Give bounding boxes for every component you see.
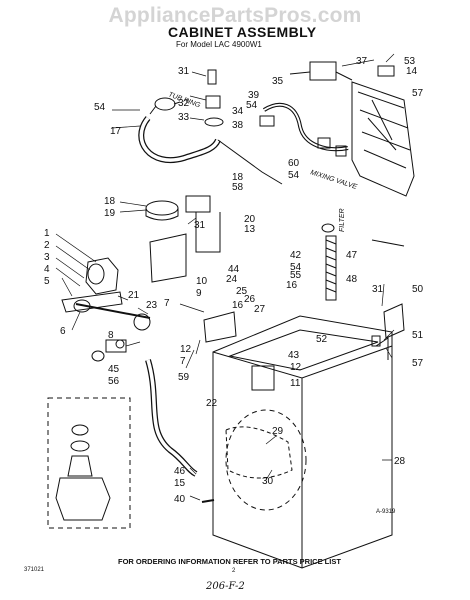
callout-60: 60 xyxy=(288,158,300,169)
callout-18a: 18 xyxy=(104,196,116,207)
callout-17: 17 xyxy=(110,126,122,137)
callout-35: 35 xyxy=(272,76,284,87)
handwritten-note: 206-F-2 xyxy=(206,581,245,592)
callout-53: 53 xyxy=(404,56,416,67)
callout-16b: 16 xyxy=(232,300,244,311)
top-rear-panel xyxy=(289,61,415,197)
ordering-footer: FOR ORDERING INFORMATION REFER TO PARTS … xyxy=(118,557,341,566)
callouts: 1 2 3 4 5 6 7 7 8 9 10 11 12 12 13 14 15… xyxy=(44,56,424,505)
callout-23: 23 xyxy=(146,300,158,311)
callout-34: 34 xyxy=(232,106,244,117)
callout-43: 43 xyxy=(288,350,300,361)
callout-2: 2 xyxy=(44,240,50,251)
callout-11: 11 xyxy=(290,378,301,389)
callout-39: 39 xyxy=(248,90,260,101)
callout-51: 51 xyxy=(412,330,424,341)
tub-ring-clamp xyxy=(149,97,181,115)
hose-fittings xyxy=(91,339,127,362)
callout-48: 48 xyxy=(346,274,358,285)
callout-7b: 7 xyxy=(180,356,186,367)
screw xyxy=(201,499,215,503)
callout-27: 27 xyxy=(254,304,266,315)
callout-19: 19 xyxy=(104,208,116,219)
cabinet-body xyxy=(212,315,393,569)
callout-9: 9 xyxy=(196,288,202,299)
page-code: 371021 xyxy=(24,567,45,573)
callout-40: 40 xyxy=(174,494,186,505)
callout-25: 25 xyxy=(236,286,248,297)
callout-21: 21 xyxy=(128,290,140,301)
callout-22: 22 xyxy=(206,398,218,409)
callout-16a: 16 xyxy=(286,280,298,291)
callout-13: 13 xyxy=(244,224,256,235)
filter-note: FILTER xyxy=(339,208,346,232)
callout-12b: 12 xyxy=(180,344,192,355)
valve-hose-assembly xyxy=(259,102,349,157)
callout-12a: 12 xyxy=(290,362,302,373)
callout-8: 8 xyxy=(108,330,114,341)
callout-3: 3 xyxy=(44,252,50,263)
page-number: 2 xyxy=(232,568,236,574)
callout-54b: 54 xyxy=(246,100,258,111)
side-bracket xyxy=(371,303,405,347)
callout-54d: 54 xyxy=(290,262,302,273)
leader-lines xyxy=(55,53,395,501)
callout-54a: 54 xyxy=(94,102,106,113)
callout-38: 38 xyxy=(232,120,244,131)
callout-26: 26 xyxy=(244,294,256,305)
diagram-code: A-9319 xyxy=(376,509,396,515)
callout-33: 33 xyxy=(178,112,190,123)
callout-56: 56 xyxy=(108,376,120,387)
callout-14: 14 xyxy=(406,66,418,77)
callout-45: 45 xyxy=(108,364,120,375)
callout-15: 15 xyxy=(174,478,186,489)
callout-31b: 31 xyxy=(194,220,206,231)
callout-50: 50 xyxy=(412,284,424,295)
callout-4: 4 xyxy=(44,264,50,275)
callout-42: 42 xyxy=(290,250,302,261)
callout-57a: 57 xyxy=(412,88,424,99)
access-panel xyxy=(149,233,187,283)
callout-1: 1 xyxy=(44,228,50,239)
callout-30: 30 xyxy=(262,476,274,487)
pump-top-parts xyxy=(204,69,224,127)
fill-hose xyxy=(145,359,198,477)
front-shield xyxy=(203,311,237,343)
callout-32: 32 xyxy=(178,98,190,109)
switch-assembly xyxy=(145,195,221,253)
callout-54c: 54 xyxy=(288,170,300,181)
drain-hose xyxy=(138,116,283,185)
motor-mount xyxy=(61,257,151,331)
callout-31a: 31 xyxy=(178,66,190,77)
callout-57b: 57 xyxy=(412,358,424,369)
callout-5: 5 xyxy=(44,276,50,287)
callout-10: 10 xyxy=(196,276,208,287)
inset-pump-box xyxy=(47,397,131,529)
callout-44: 44 xyxy=(228,264,240,275)
callout-28: 28 xyxy=(394,456,406,467)
callout-47: 47 xyxy=(346,250,358,261)
callout-46: 46 xyxy=(174,466,186,477)
callout-31c: 31 xyxy=(372,284,384,295)
callout-20: 20 xyxy=(244,214,256,225)
mixing-valve-note: MIXING VALVE xyxy=(309,169,358,191)
callout-55: 55 xyxy=(290,270,302,281)
callout-29: 29 xyxy=(272,426,284,437)
callout-6: 6 xyxy=(60,326,66,337)
model-subtitle: For Model LAC 4900W1 xyxy=(176,40,262,49)
callout-37: 37 xyxy=(356,56,368,67)
callout-7a: 7 xyxy=(164,298,170,309)
filter-rod xyxy=(321,223,405,301)
watermark: AppliancePartsPros.com xyxy=(108,4,362,27)
callout-18b: 18 xyxy=(232,172,244,183)
page-title: CABINET ASSEMBLY xyxy=(168,24,317,40)
callout-58: 58 xyxy=(232,182,244,193)
callout-52: 52 xyxy=(316,334,328,345)
callout-59: 59 xyxy=(178,372,190,383)
callout-24: 24 xyxy=(226,274,238,285)
